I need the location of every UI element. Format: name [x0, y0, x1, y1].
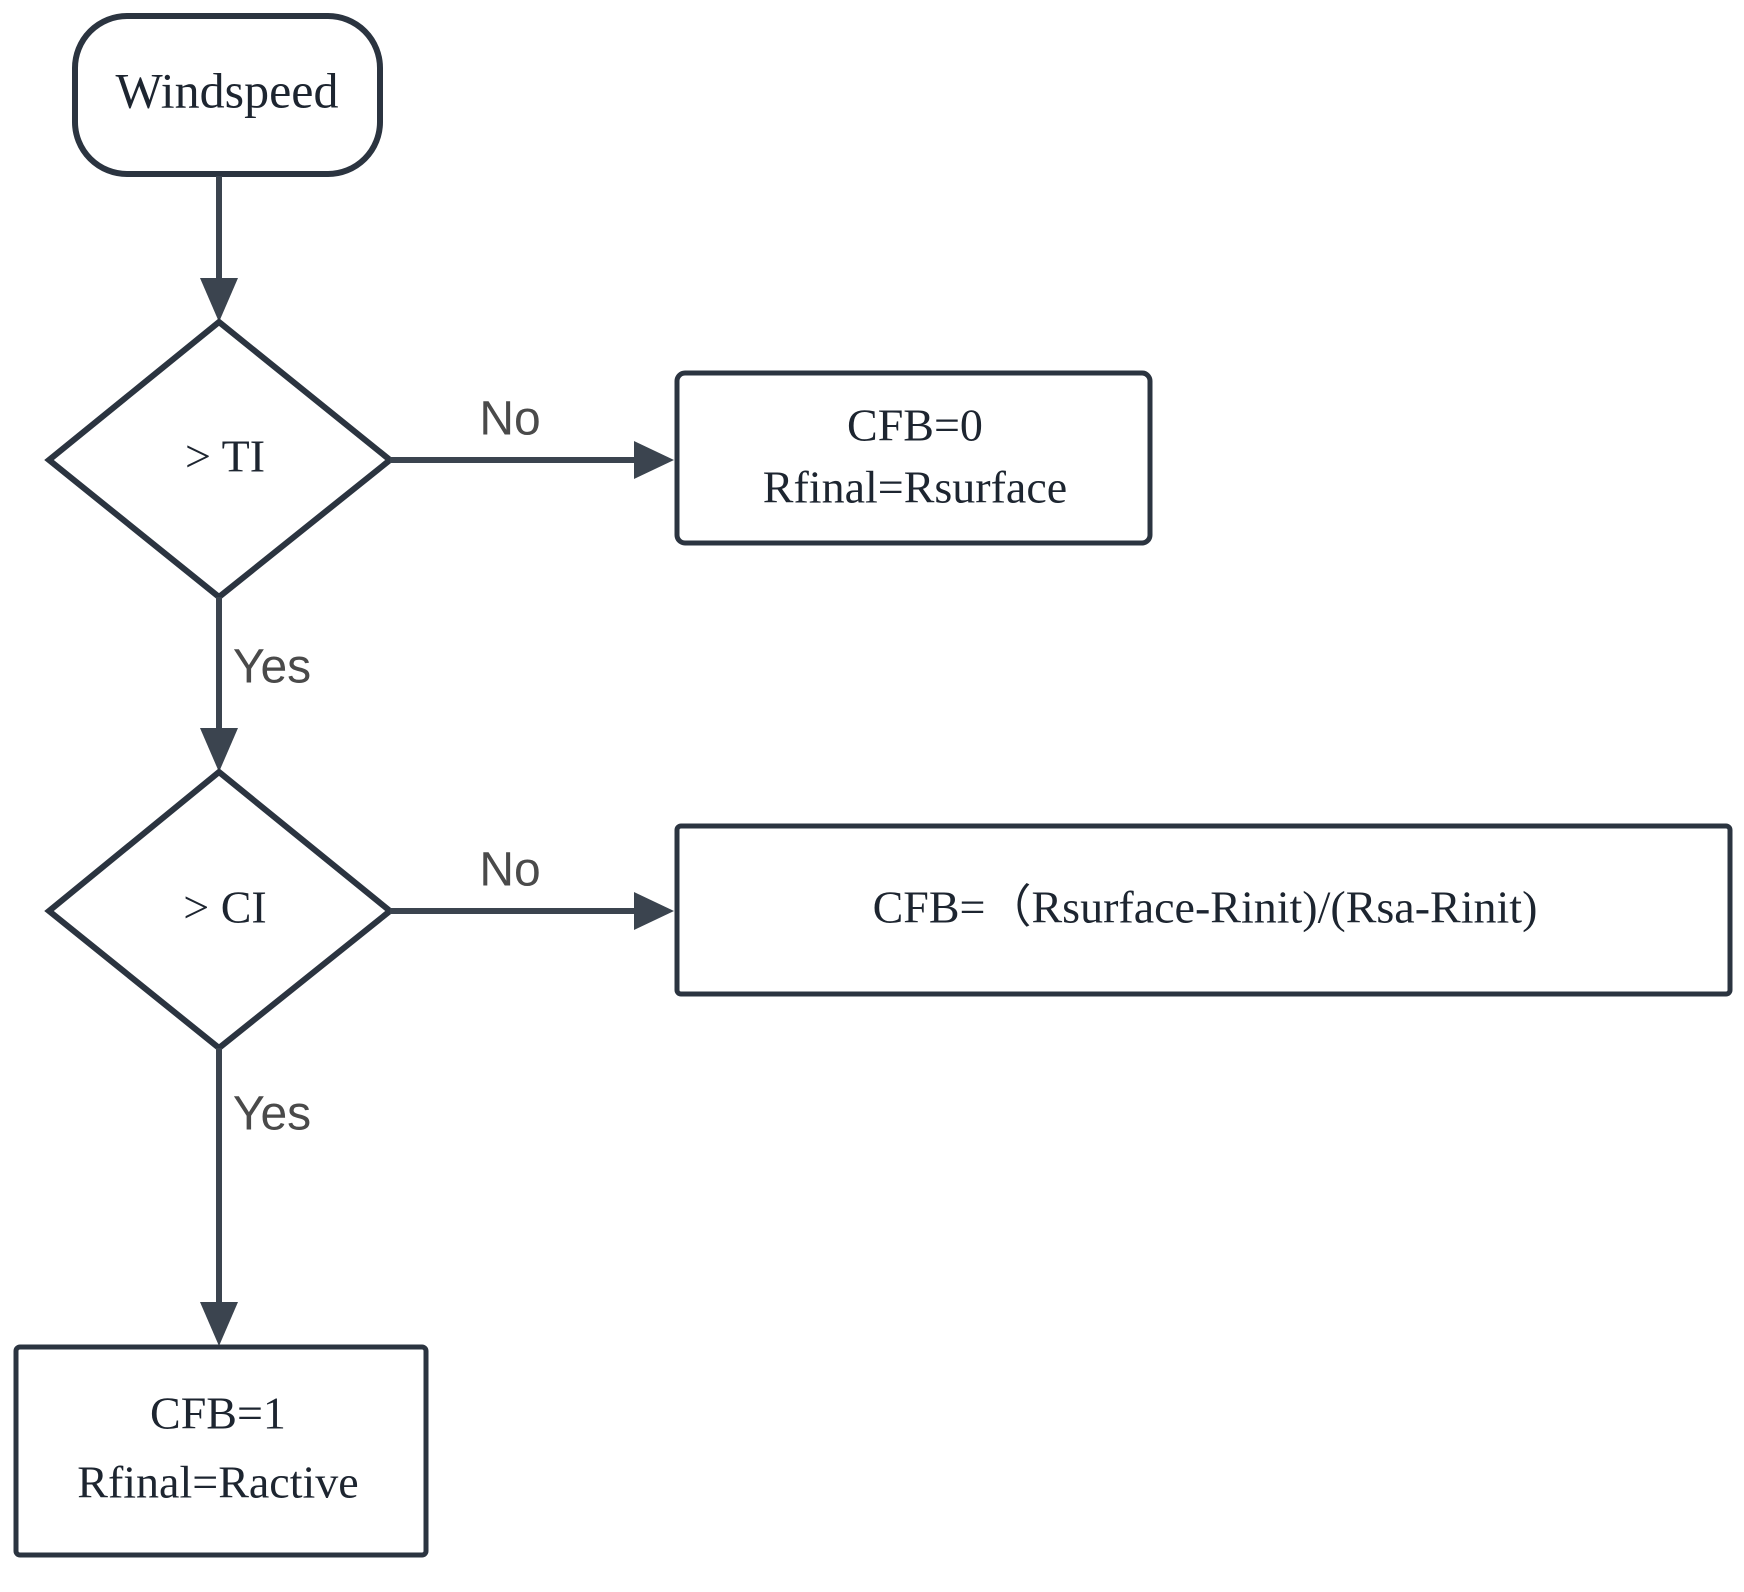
edge-ci-yes-label: Yes — [233, 1088, 311, 1141]
process-cfb1-shape — [13, 1344, 429, 1558]
process-cfb1-line1: CFB=1 — [150, 1388, 286, 1439]
process-cfb0-line1: CFB=0 — [847, 400, 983, 451]
process-cfb1-line2: Rfinal=Ractive — [77, 1457, 358, 1508]
edge-ci-no: No — [390, 844, 674, 930]
node-start-windspeed[interactable]: Windspeed — [72, 13, 383, 177]
edge-ci-yes-arrowhead — [200, 1302, 238, 1346]
node-process-cfb0[interactable]: CFB=0 Rfinal=Rsurface — [674, 370, 1153, 546]
edge-ti-no-label: No — [479, 393, 540, 446]
start-terminator-shape — [72, 13, 383, 177]
edge-ti-no-arrowhead — [634, 441, 674, 479]
node-process-formula[interactable]: CFB=（Rsurface-Rinit)/(Rsa-Rinit) — [674, 823, 1733, 997]
start-terminator-label: Windspeed — [116, 62, 339, 118]
process-cfb0-line2: Rfinal=Rsurface — [763, 462, 1067, 513]
decision-ti-label: > TI — [185, 431, 265, 482]
edge-ci-no-arrowhead — [634, 892, 674, 930]
edge-ti-yes-arrowhead — [200, 728, 238, 772]
node-decision-ci[interactable]: > CI — [44, 768, 395, 1052]
edge-ti-no: No — [390, 393, 674, 479]
edge-ti-yes: Yes — [200, 597, 311, 772]
edge-start-to-ti — [200, 176, 238, 322]
edge-start-to-ti-arrowhead — [200, 278, 238, 322]
node-process-cfb1[interactable]: CFB=1 Rfinal=Ractive — [13, 1344, 429, 1558]
node-decision-ti[interactable]: > TI — [44, 318, 395, 601]
process-formula-label: CFB=（Rsurface-Rinit)/(Rsa-Rinit) — [873, 882, 1538, 933]
process-cfb0-shape — [674, 370, 1153, 546]
process-formula-shape — [674, 823, 1733, 997]
edge-ci-yes: Yes — [200, 1048, 311, 1346]
edge-ti-yes-label: Yes — [233, 641, 311, 694]
edge-ci-no-label: No — [479, 844, 540, 897]
decision-ci-label: > CI — [183, 882, 266, 933]
